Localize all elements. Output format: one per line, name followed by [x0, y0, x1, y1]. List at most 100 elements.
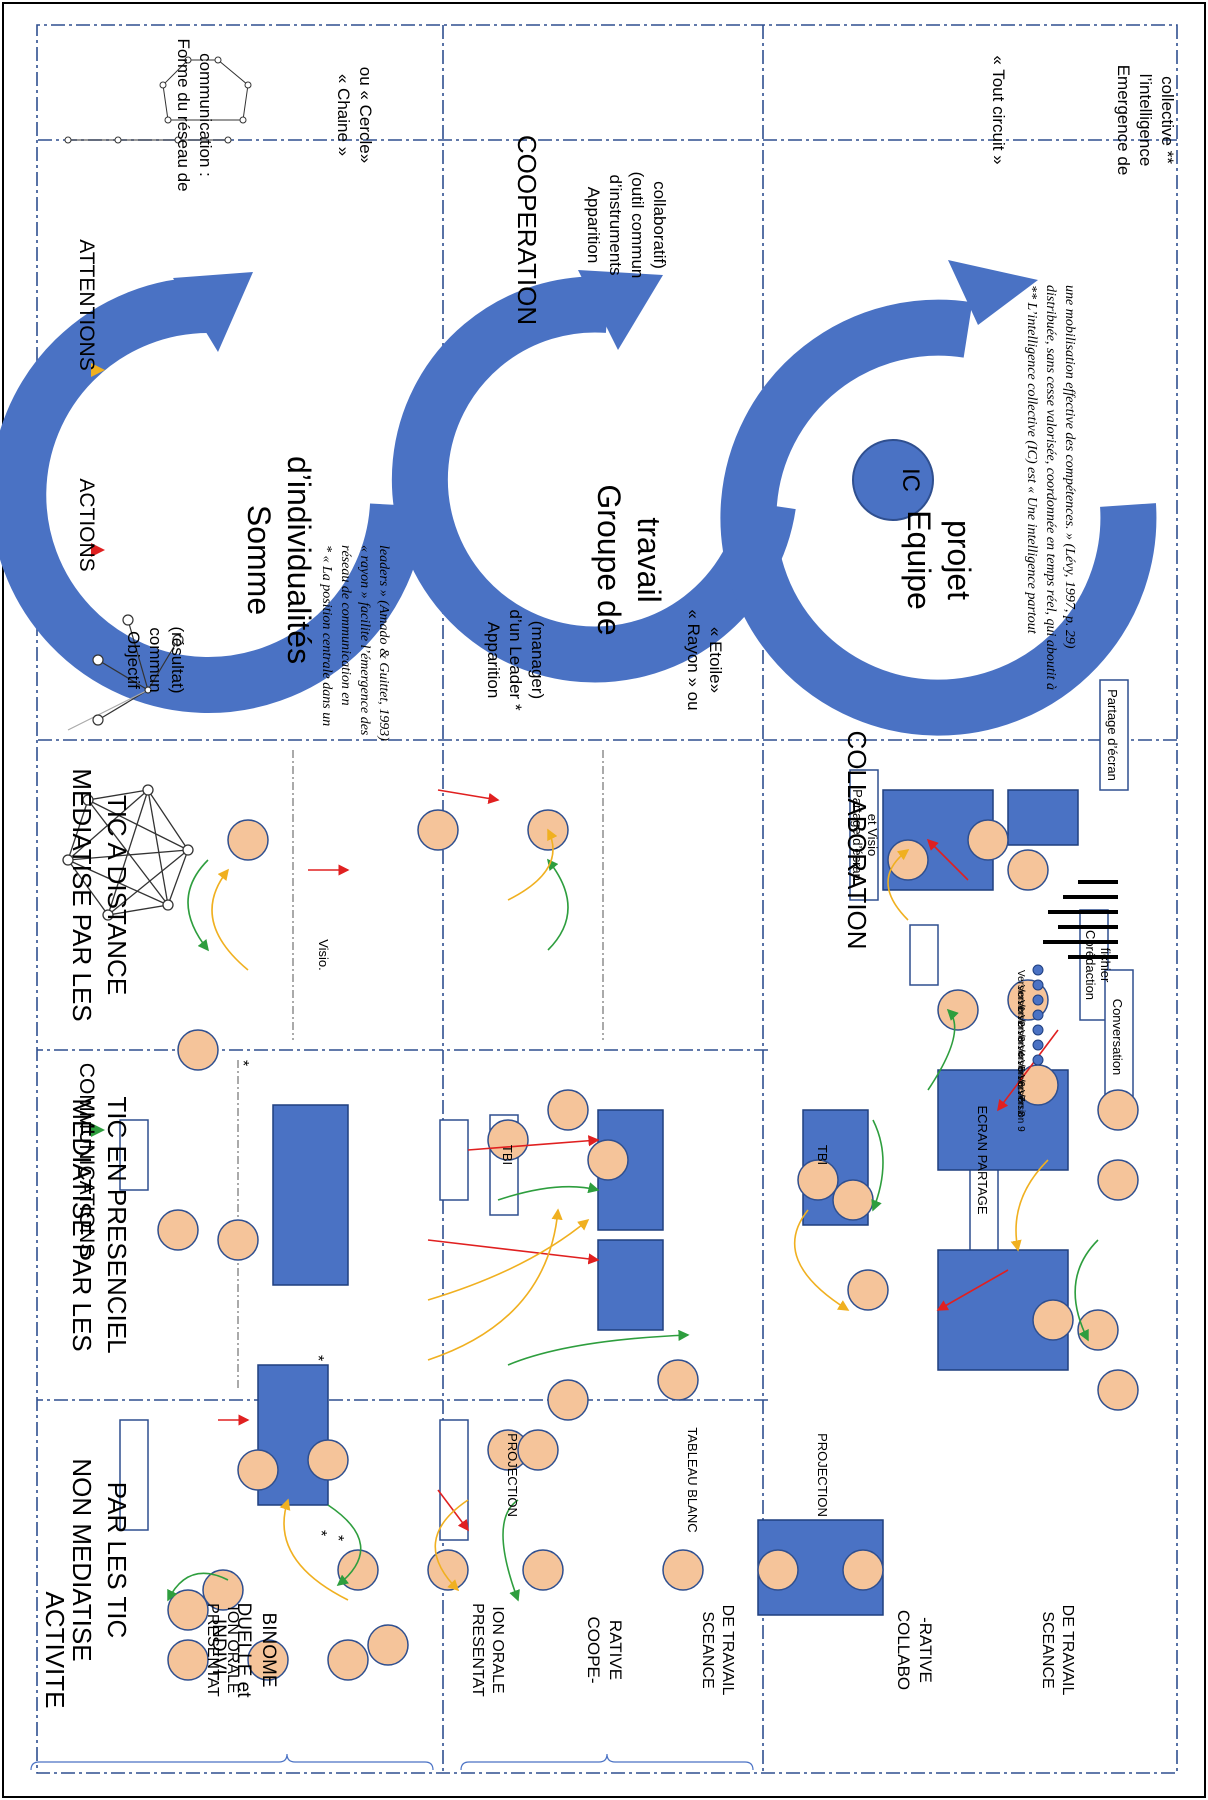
note-leader-3: (manager) — [528, 621, 547, 699]
label-projection-coop: PROJECTION — [505, 1433, 520, 1517]
note-instruments-3: (outil commun — [628, 172, 647, 279]
header-distance-1: MEDIATISE PAR LES — [67, 768, 97, 1021]
stage-somme-1: Somme — [241, 505, 277, 615]
header-non-mediatise-2: PAR LES TIC — [102, 1482, 132, 1639]
footnote1-1: * « La position centrale dans un — [319, 545, 334, 726]
faces — [157, 809, 1139, 1681]
label-ecran-partage: ECRAN PARTAGE — [975, 1105, 990, 1214]
screens — [257, 789, 1079, 1616]
row-collab-label-1: COLLABO — [894, 1610, 913, 1690]
stage-collaboration: COLLABORATION — [842, 730, 872, 949]
label-visio: Visio. — [316, 939, 331, 971]
conversation-dots — [1043, 880, 1118, 959]
row-coop-sub2-1: SCEANCE — [699, 1611, 716, 1688]
label-projection-collab: PROJECTION — [815, 1433, 830, 1517]
row-coop-sub2-2: DE TRAVAIL — [719, 1605, 736, 1696]
note-instruments-4: collaboratif) — [650, 181, 669, 269]
version-3: Version 3 — [1015, 1000, 1026, 1042]
header-activite: ACTIVITE — [40, 1591, 70, 1708]
header-distance-2: TIC A DISTANCE — [102, 795, 132, 995]
note-chaine-1: « Chaine » — [334, 74, 353, 156]
note-instruments-2: d’instruments — [606, 174, 625, 275]
legend-attentions: ATTENTIONS — [75, 239, 98, 370]
stage-equipe-2: projet — [941, 520, 977, 600]
header-presenciel-2: TIC EN PRESENCIEL — [102, 1096, 132, 1353]
note-emergence-2: l’intelligence — [1136, 74, 1155, 167]
star-pres: * — [309, 1355, 326, 1361]
stage-somme-2: d’individualités — [281, 456, 317, 664]
stage-groupe-1: Groupe de — [591, 484, 627, 635]
network-star — [67, 614, 184, 731]
footnote1-2: réseau de communication en — [338, 545, 353, 706]
version-2: Version 2 — [1015, 985, 1026, 1027]
note-emergence-3: collective ** — [1158, 76, 1177, 164]
stage-equipe-1: Equipe — [901, 510, 937, 610]
note-rayon-1: « Rayon » ou — [684, 609, 703, 710]
version-1: Version 1 — [1015, 970, 1026, 1012]
header-presenciel-1: MEDIATISE PAR LES — [67, 1098, 97, 1351]
row-coop-label-1: COOPE- — [584, 1616, 603, 1683]
footnote2-3: une mobilisation effective des compétenc… — [1062, 285, 1077, 649]
star-tb: * — [329, 1535, 346, 1541]
note-emergence-1: Emergence de — [1114, 65, 1133, 176]
footnote1-4: leaders » (Amado & Guittet, 1993) — [376, 545, 391, 741]
header-non-mediatise-1: NON MEDIATISE — [67, 1458, 97, 1661]
note-instruments-1: Apparition — [584, 187, 603, 264]
row-individuelle-3: BINOME — [258, 1613, 279, 1688]
note-tout-circuit: « Tout circuit » — [989, 55, 1008, 164]
note-forme-2: communication : — [196, 53, 215, 177]
star-dist: * — [234, 1060, 251, 1066]
row-coop-sub1-2: ION ORALE — [489, 1606, 506, 1693]
label-partage-visio-1: Partage d’écran — [850, 789, 865, 881]
note-chaine-2: ou « Cercle» — [356, 67, 375, 163]
footnote2-2: distribuée, sans cesse valorisée, coordo… — [1043, 285, 1058, 690]
label-coredaction-1: Corédaction — [1083, 930, 1098, 1000]
row-collab-sub2-1: SCEANCE — [1039, 1611, 1056, 1688]
note-objectif-2: commun — [146, 627, 165, 692]
network-complete — [62, 784, 194, 921]
version-ellipsis: ... — [1015, 1105, 1026, 1113]
version-8: Version 8 — [1015, 1075, 1026, 1117]
ic-circle — [852, 439, 934, 521]
label-tbi-coop: TBI — [500, 1145, 515, 1165]
star-coop-nm: * — [312, 1530, 329, 1536]
cycle-arrows — [0, 260, 1157, 736]
label-tbi-collab: TBI — [815, 1145, 830, 1165]
version-6: Version 6 — [1015, 1045, 1026, 1087]
stage-groupe-2: travail — [631, 517, 667, 602]
row-individuelle-2: DUELLE et — [233, 1602, 254, 1698]
stage-cooperation: COOPERATION — [512, 135, 542, 325]
note-objectif-3: (résultat) — [168, 626, 187, 693]
label-coredaction-2: fichier — [1098, 948, 1113, 983]
communication-arrows — [167, 858, 1099, 1602]
note-rayon-2: « Etoile» — [706, 627, 725, 693]
attention-arrows — [211, 828, 1049, 1601]
label-partage-visio-2: et Visio — [865, 814, 880, 856]
version-5: Version 5 — [1015, 1030, 1026, 1072]
note-objectif-1: Objectif — [124, 631, 143, 689]
row-coop-label-2: RATIVE — [606, 1620, 625, 1680]
row-collab-label-2: -RATIVE — [916, 1617, 935, 1683]
version-9: Version 9 — [1015, 1090, 1026, 1132]
activity-brackets — [30, 1753, 754, 1771]
action-arrows — [218, 789, 1059, 1532]
row-collab-sub2-2: DE TRAVAIL — [1059, 1605, 1076, 1696]
row-individuelle-1: INDIVI- — [208, 1619, 229, 1681]
version-4: Version 4 — [1015, 1015, 1026, 1057]
row-coop-sub1-1: PRESENTAT — [469, 1603, 486, 1697]
label-tableau-blanc: TABLEAU BLANC — [685, 1427, 700, 1532]
ic-label: IC — [897, 468, 924, 492]
legend-arrows — [91, 363, 105, 1137]
label-conversation: Conversation — [1110, 999, 1125, 1076]
footnote2-1: ** L’intelligence collective (IC) est « … — [1024, 285, 1039, 635]
footnote1-3: « rayon » facilite l’émergence des — [357, 545, 372, 736]
row-collab-sub1-1: PRESENTAT — [204, 1603, 221, 1697]
legend-actions: ACTIONS — [75, 478, 98, 571]
note-forme-1: Forme du réseau de — [174, 38, 193, 191]
legend-communications: COMMUNICATIONS — [75, 1063, 98, 1257]
label-partage-ecran: Partage d’écran — [1105, 689, 1120, 781]
version-bubbles — [1032, 964, 1044, 1066]
row-collab-sub1-2: ION ORALE — [224, 1606, 241, 1693]
